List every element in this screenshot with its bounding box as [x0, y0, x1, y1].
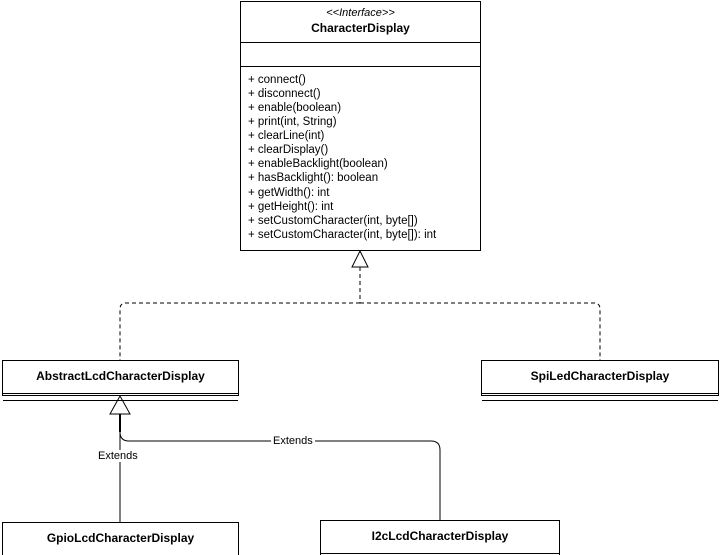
method-item: + print(int, String) — [248, 116, 337, 129]
edge-label-i2c-extends: Extends — [271, 435, 315, 447]
class-box-i2c-lcd-character-display[interactable]: I2cLcdCharacterDisplay — [320, 520, 560, 555]
method-item: + setCustomCharacter(int, byte[]): int — [248, 228, 437, 241]
class-box-character-display[interactable]: <<Interface>> CharacterDisplay + connect… — [240, 1, 481, 251]
realization-edge-spi-led — [360, 302, 601, 360]
class-name-i2c-lcd-character-display: I2cLcdCharacterDisplay — [371, 529, 509, 543]
class-name-abstract-lcd-character-display: AbstractLcdCharacterDisplay — [36, 369, 205, 383]
method-item: + setCustomCharacter(int, byte[]) — [248, 214, 418, 227]
methods-compartment-abstract-lcd-character-display — [3, 400, 238, 407]
realization-edge-abstract-lcd — [119, 302, 360, 360]
class-name-character-display: CharacterDisplay — [311, 20, 410, 35]
stereotype-interface: <<Interface>> — [326, 7, 395, 19]
method-item: + enableBacklight(boolean) — [248, 158, 388, 171]
class-box-gpio-lcd-character-display[interactable]: GpioLcdCharacterDisplay — [2, 522, 239, 555]
attributes-compartment-abstract-lcd-character-display — [3, 393, 238, 400]
method-item: + enable(boolean) — [248, 101, 342, 114]
method-item: + hasBacklight(): boolean — [248, 172, 379, 185]
class-box-abstract-lcd-character-display[interactable]: AbstractLcdCharacterDisplay — [2, 360, 239, 401]
methods-compartment-character-display: + connect() + disconnect() + enable(bool… — [241, 65, 480, 248]
attributes-compartment-character-display — [241, 41, 480, 66]
method-item: + clearLine(int) — [248, 130, 325, 143]
method-item: + disconnect() — [248, 87, 321, 100]
class-name-gpio-lcd-character-display: GpioLcdCharacterDisplay — [46, 531, 195, 545]
method-item: + getHeight(): int — [248, 200, 334, 213]
method-item: + connect() — [248, 73, 306, 86]
class-box-spi-led-character-display[interactable]: SpiLedCharacterDisplay — [481, 360, 719, 401]
edge-label-gpio-extends: Extends — [96, 450, 140, 462]
attributes-compartment-i2c-lcd-character-display — [321, 553, 559, 555]
class-name-spi-led-character-display: SpiLedCharacterDisplay — [530, 369, 670, 383]
methods-compartment-spi-led-character-display — [482, 400, 718, 407]
class-header-gpio-lcd-character-display: GpioLcdCharacterDisplay — [3, 523, 238, 555]
attributes-compartment-spi-led-character-display — [482, 393, 718, 400]
method-item: + clearDisplay() — [248, 144, 329, 157]
class-header-character-display: <<Interface>> CharacterDisplay — [241, 2, 480, 42]
class-header-abstract-lcd-character-display: AbstractLcdCharacterDisplay — [3, 361, 238, 393]
realization-arrowhead-triangle — [351, 249, 369, 268]
class-header-spi-led-character-display: SpiLedCharacterDisplay — [482, 361, 718, 393]
method-item: + getWidth(): int — [248, 186, 330, 199]
class-header-i2c-lcd-character-display: I2cLcdCharacterDisplay — [321, 521, 559, 553]
